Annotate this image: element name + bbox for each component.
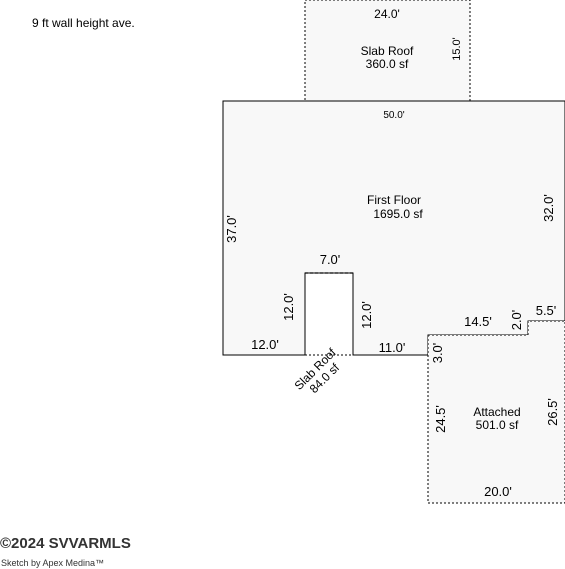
attached-dim-right: 26.5' <box>545 398 560 426</box>
credit-text: Sketch by Apex Medina™ <box>1 558 104 568</box>
attached-dim-offset: 3.0' <box>430 343 445 364</box>
slab-roof-top-area-value: 360.0 sf <box>366 57 409 71</box>
first-floor-dim-top: 50.0' <box>383 110 404 121</box>
slab-roof-top-label: Slab Roof <box>361 44 414 58</box>
attached-dim-left: 24.5' <box>433 405 448 433</box>
first-floor-dim-step-right: 5.5' <box>536 303 557 318</box>
first-floor-dim-bottom-mid: 11.0' <box>379 340 406 355</box>
attached-area-value: 501.0 sf <box>476 418 519 432</box>
first-floor-dim-bottom-left: 12.0' <box>251 337 279 352</box>
first-floor-dim-right: 32.0' <box>541 194 556 222</box>
first-floor-label: First Floor <box>367 193 421 207</box>
attached-area <box>427 320 565 504</box>
notch-dim-width: 7.0' <box>320 252 341 267</box>
notch-dim-right: 12.0' <box>359 301 374 329</box>
attached-label: Attached <box>473 405 520 419</box>
first-floor-dim-step-horizontal: 14.5' <box>464 314 492 329</box>
first-floor-dim-step-vertical: 2.0' <box>509 310 524 331</box>
wall-height-note: 9 ft wall height ave. <box>32 16 135 30</box>
slab-roof-top-dim-side: 15.0' <box>451 37 463 61</box>
notch-dim-left: 12.0' <box>281 293 296 321</box>
copyright-text: ©2024 SVVARMLS <box>0 535 131 552</box>
slab-roof-top-dim-top: 24.0' <box>374 7 400 21</box>
first-floor-dim-left: 37.0' <box>224 215 239 243</box>
attached-dim-bottom: 20.0' <box>484 484 512 499</box>
first-floor-area-value: 1695.0 sf <box>373 207 423 221</box>
